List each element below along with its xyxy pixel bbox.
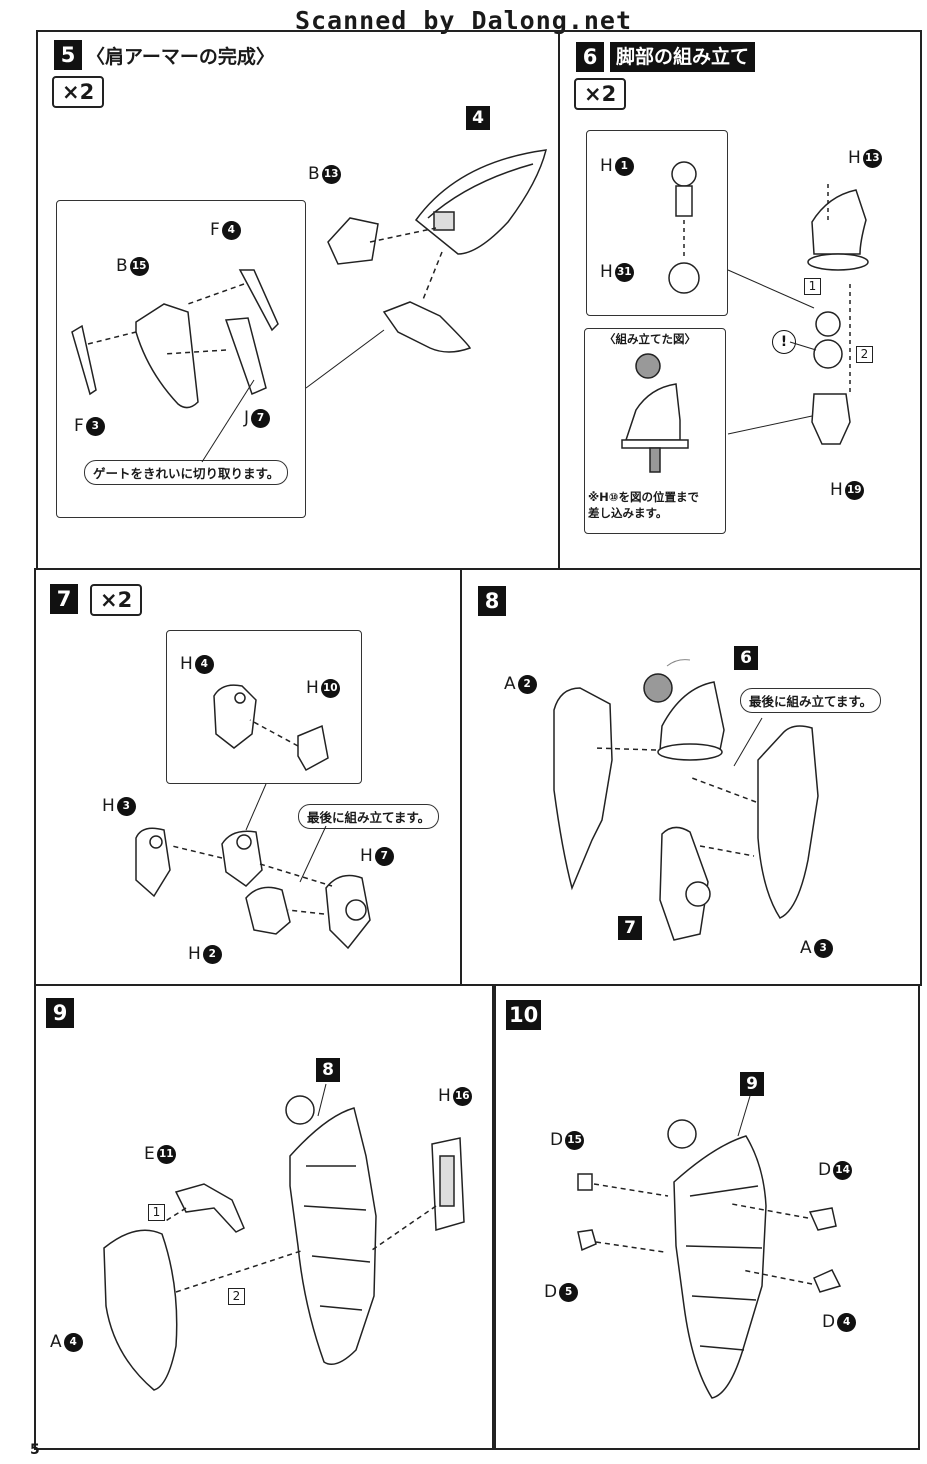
part-f3 (71, 324, 97, 396)
step-6-number: 6 (576, 42, 604, 72)
step-8-last-note: 最後に組み立てます。 (740, 688, 882, 713)
step-8-number: 8 (478, 586, 506, 616)
joint-6 (659, 681, 725, 751)
step-6-qty: ×2 (574, 78, 627, 110)
order-marker-2: 2 (856, 346, 873, 363)
step-5-ref-4: 4 (466, 106, 490, 130)
part-d5 (577, 1229, 597, 1252)
step-7-qty: ×2 (90, 584, 143, 616)
part-h1-ball (671, 161, 697, 187)
page-number: 5 (30, 1442, 40, 1458)
step-6-parts-drawing (621, 161, 869, 473)
step-5-title: 〈肩アーマーの完成〉 (86, 46, 275, 68)
lower-claw (382, 301, 472, 353)
assembled-view-title: 〈組み立てた図〉 (604, 332, 696, 346)
warning-icon: ! (772, 330, 796, 354)
part-e11 (174, 1183, 245, 1233)
step-5-number: 5 (54, 40, 82, 70)
order-marker-1: 1 (148, 1204, 165, 1221)
step-9-number: 9 (46, 998, 74, 1028)
step-8-ref-6: 6 (734, 646, 758, 670)
leg-assembly-9 (673, 1135, 767, 1399)
part-a2 (553, 687, 613, 891)
step-7-number: 7 (50, 584, 78, 614)
leg-assembly-8 (289, 1107, 377, 1365)
part-d15 (577, 1173, 593, 1191)
part-h2 (245, 886, 291, 935)
order-marker-1: 1 (804, 278, 821, 295)
step-10-ref-9: 9 (740, 1072, 764, 1096)
part-h10 (297, 724, 329, 772)
ball-joint (815, 311, 841, 337)
part-a3 (757, 725, 819, 919)
step-5-parts-drawing (71, 149, 547, 463)
part-a4 (103, 1229, 178, 1391)
gate-note: ゲートをきれいに切り取ります。 (84, 460, 289, 485)
part-h19 (811, 393, 851, 445)
part-h13 (811, 189, 867, 255)
part-b15 (135, 303, 199, 409)
part-d14 (808, 1207, 837, 1231)
assembled-footnote-1: ※H⑩を図の位置まで (588, 490, 700, 504)
step-5-qty: ×2 (52, 76, 105, 108)
step-7-subassembly-box (166, 630, 362, 784)
step-8-parts-drawing (553, 659, 819, 941)
step-7-last-note: 最後に組み立てます。 (298, 804, 440, 829)
step-10-number: 10 (506, 1000, 542, 1030)
part-7 (659, 826, 709, 941)
order-marker-2: 2 (228, 1288, 245, 1305)
part-b13 (327, 217, 379, 265)
step-10-parts-drawing (577, 1095, 842, 1399)
step-8-ref-7: 7 (618, 916, 642, 940)
assembled-footnote-2: 差し込みます。 (588, 506, 668, 520)
part-d4 (813, 1269, 842, 1293)
center-joint (221, 830, 263, 887)
step-9-parts-drawing (103, 1083, 465, 1391)
part-h31-ball (668, 262, 700, 294)
step-9-ref-8: 8 (316, 1058, 340, 1082)
step-7-parts-drawing (135, 684, 371, 950)
step-5-subassembly-box (56, 200, 306, 518)
step-6-assembled-box (584, 328, 726, 534)
part-j7 (224, 317, 267, 396)
part-h4 (213, 684, 257, 749)
step-6-top-box (586, 130, 728, 316)
part-f4 (238, 269, 279, 332)
step-6-title: 脚部の組み立て (610, 42, 756, 72)
